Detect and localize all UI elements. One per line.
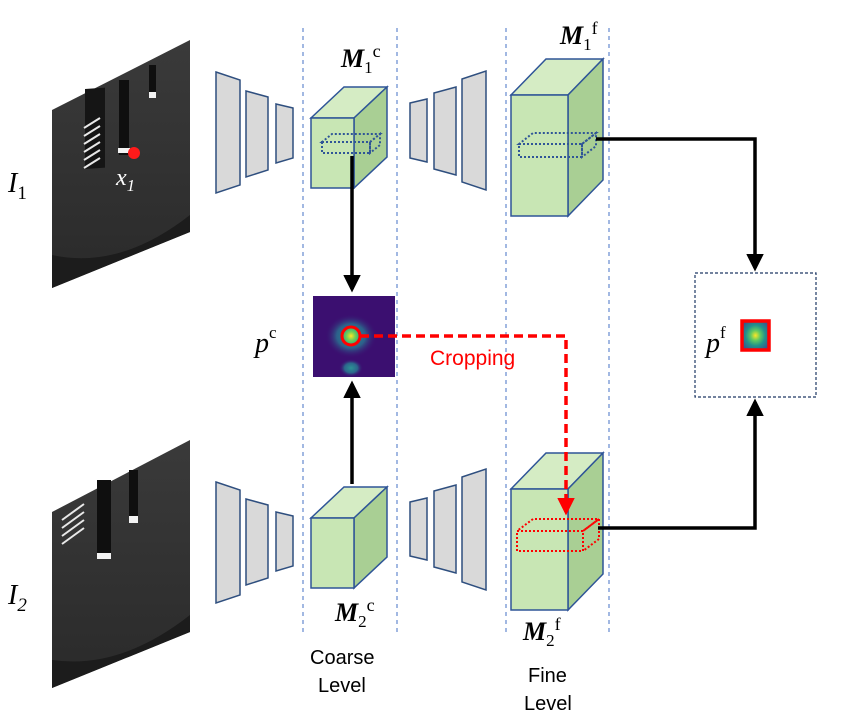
decoder-top xyxy=(409,69,487,192)
cropping-label: Cropping xyxy=(430,347,515,370)
input-image-2 xyxy=(52,440,190,688)
m2c-label: M2c xyxy=(334,595,375,631)
fine-output-box xyxy=(694,272,817,398)
fine-level-line2: Level xyxy=(524,693,572,715)
level-guides xyxy=(302,28,610,635)
m2f-label: M2f xyxy=(522,614,561,650)
feature-map-m1-fine xyxy=(509,57,605,218)
arrow-m1f-to-pf xyxy=(596,137,764,272)
coarse-level-line1: Coarse xyxy=(310,647,374,669)
flow-arrows xyxy=(343,137,764,530)
feature-map-m1-coarse xyxy=(309,85,389,190)
query-point-marker xyxy=(128,147,140,159)
fine-level-line1: Fine xyxy=(528,665,567,687)
fine-feature-slice-1 xyxy=(516,130,599,160)
m1c-label: M1c xyxy=(340,41,381,77)
point-label: x1 xyxy=(115,165,135,195)
image2-label: I2 xyxy=(7,580,27,616)
arrow-m2f-to-pf xyxy=(598,398,764,530)
fine-feature-crop-2 xyxy=(514,517,602,553)
decoder-bottom xyxy=(409,467,487,592)
coarse-feature-slice-1 xyxy=(319,131,383,156)
encoder-top xyxy=(215,70,294,195)
feature-map-m2-fine xyxy=(509,451,605,612)
cropping-arrow xyxy=(360,334,575,516)
pc-label: pc xyxy=(253,323,277,359)
fine-heatmap xyxy=(740,319,771,352)
input-image-1 xyxy=(52,40,190,288)
pf-label: pf xyxy=(704,323,726,359)
m1f-label: M1f xyxy=(559,18,598,54)
encoder-bottom xyxy=(215,480,294,605)
coarse-level-line2: Level xyxy=(318,675,366,697)
image1-label: I1 xyxy=(7,168,27,204)
feature-map-m2-coarse xyxy=(309,485,389,590)
